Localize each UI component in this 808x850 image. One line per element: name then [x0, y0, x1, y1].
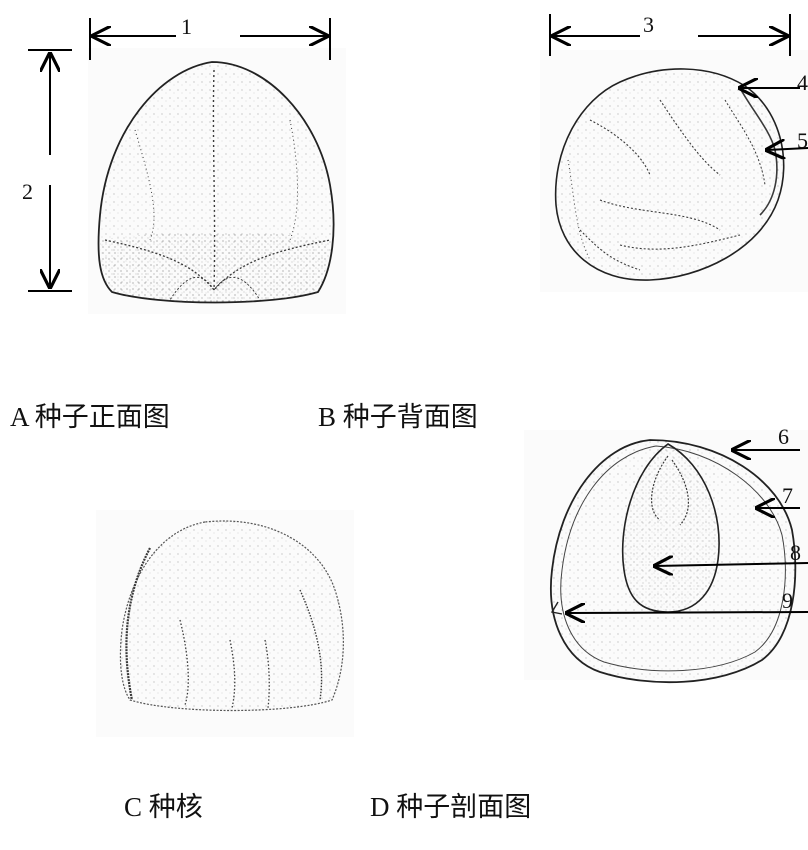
label-6: 6 — [778, 426, 789, 448]
label-4: 4 — [797, 72, 808, 94]
seed-section-drawing — [551, 440, 795, 682]
caption-seed-back: B 种子背面图 — [318, 404, 478, 431]
dimension-1-marker — [90, 18, 330, 60]
caption-seed-kernel: C 种核 — [124, 794, 203, 821]
caption-seed-section: D 种子剖面图 — [370, 794, 531, 821]
label-7: 7 — [782, 485, 793, 507]
label-5: 5 — [797, 130, 808, 152]
label-9: 9 — [782, 590, 793, 612]
dimension-2-marker — [28, 50, 72, 291]
pointer-arrow-9 — [567, 612, 808, 613]
seed-back-drawing — [556, 69, 784, 280]
caption-seed-front: A 种子正面图 — [10, 404, 170, 431]
seed-kernel-drawing — [120, 521, 343, 711]
label-8: 8 — [790, 542, 801, 564]
label-1: 1 — [181, 16, 192, 38]
label-2: 2 — [22, 181, 33, 203]
label-3: 3 — [643, 14, 654, 36]
seed-front-drawing — [99, 62, 334, 303]
dimension-3-marker — [550, 14, 790, 56]
